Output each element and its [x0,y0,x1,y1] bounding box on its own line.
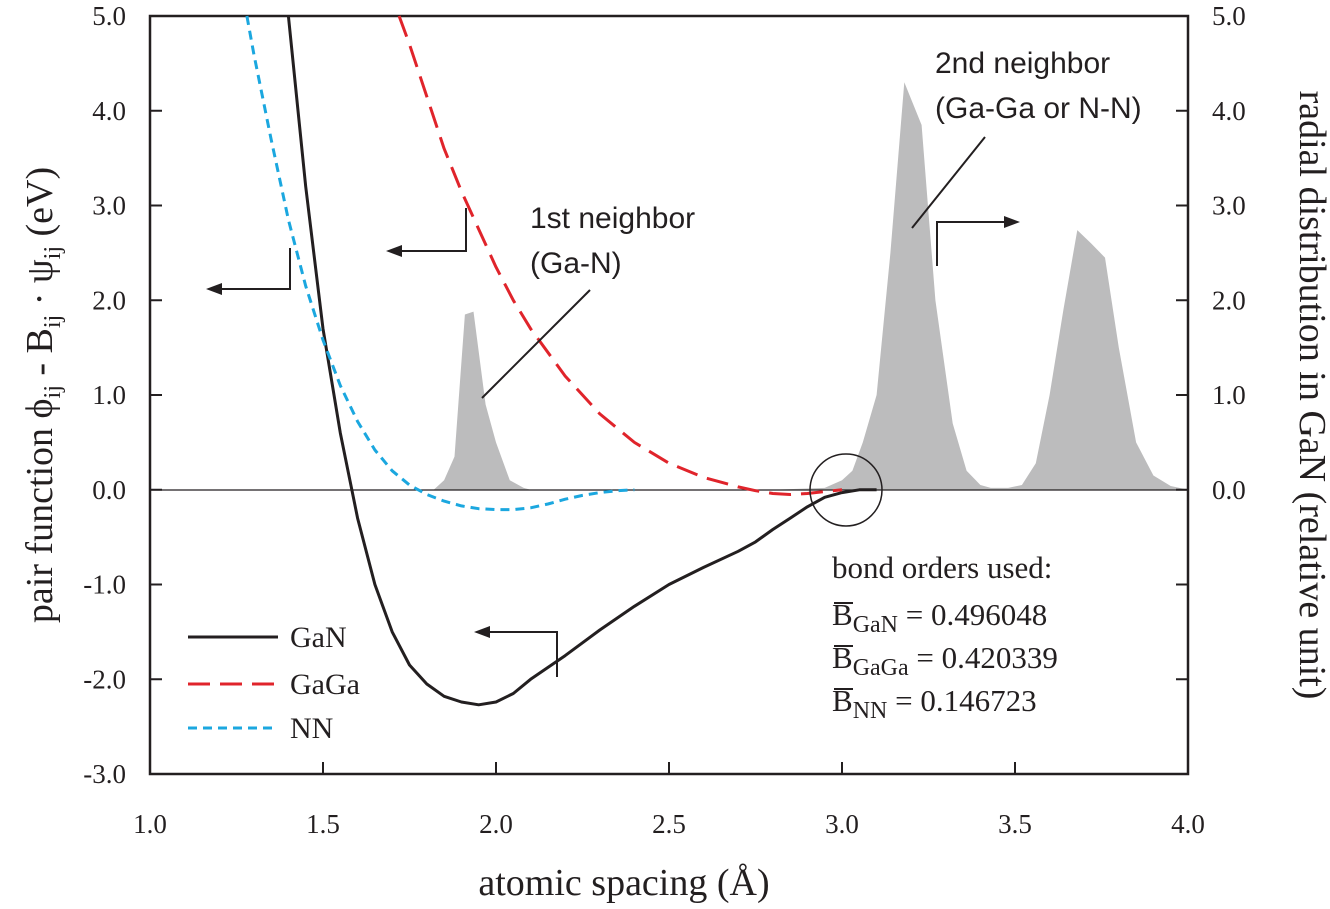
axis-ticks-group [149,15,1189,775]
bond-gaga-symbol: B [832,640,853,675]
x-axis-title: atomic spacing (Å) [478,862,769,904]
y-tick-label-left: 2.0 [92,285,126,315]
y-tick-label-left: 4.0 [92,96,126,126]
y-tick-label-left: 3.0 [92,191,126,221]
legend-label-gan: GaN [290,621,347,654]
arrow-rdf-right [936,221,1014,266]
y-axis-title-sub-a: ij [40,385,66,398]
bond-row-nn: BNN = 0.146723 [832,683,1037,724]
y-tick-label-right: 1.0 [1212,380,1246,410]
second-neighbor-sublabel: (Ga-Ga or N-N) [935,92,1142,125]
y-axis-title-sub-c: ij [40,246,66,259]
tick-labels-group: 1.0 1.5 2.0 2.5 3.0 3.5 4.0 5.0 4.0 3.0 2.0 1.0 0.0 -… [83,1,1246,839]
y-axis-title-part-d: (eV) [19,167,61,246]
bond-gaga-sub: GaGa [853,655,909,681]
bond-nn-value: = 0.146723 [887,683,1036,718]
x-tick-label: 1.5 [306,809,340,839]
bond-row-gaga: BGaGa = 0.420339 [832,640,1058,681]
legend-label-gaga: GaGa [290,668,360,701]
x-tick-label: 3.0 [825,809,859,839]
arrow-nn-left [212,248,291,290]
bond-gan-symbol: B [832,597,853,632]
cutoff-circle [809,453,883,527]
bond-orders-header: bond orders used: [832,550,1052,585]
y-tick-label-left: 0.0 [92,475,126,505]
y-axis-title-sub-b: ij [40,315,66,328]
arrow-gan-left [480,631,558,677]
y-tick-label-left: -2.0 [83,664,126,694]
radial-distribution-area [433,82,1188,490]
first-neighbor-label: 1st neighbor [530,202,695,235]
y-axis-title-part-b: - B [19,328,61,385]
x-tick-label: 2.0 [479,809,513,839]
y-tick-label-left: -1.0 [83,570,126,600]
second-neighbor-pointer [911,136,986,229]
bond-gan-value: = 0.496048 [898,597,1047,632]
y-tick-label-left: 1.0 [92,380,126,410]
y-tick-label-right: 2.0 [1212,285,1246,315]
x-tick-label: 3.5 [998,809,1032,839]
x-tick-label: 4.0 [1171,809,1205,839]
y-axis-title-left: pair function ϕij - Bij · ψij (eV) [19,167,66,623]
arrow-rdf-right-head [1004,216,1020,228]
y-tick-label-right: 0.0 [1212,475,1246,505]
x-tick-label: 2.5 [652,809,686,839]
bond-nn-sub: NN [853,698,888,724]
arrow-nn-left-head [206,283,222,295]
y-axis-title-right: radial distribution in GaN (relative uni… [1291,91,1330,700]
arrow-gan-left-head [474,626,490,638]
y-axis-title-part-a: pair function ϕ [19,398,61,623]
first-neighbor-pointer [481,289,591,399]
y-tick-label-right: 3.0 [1212,191,1246,221]
bond-row-gan: BGaN = 0.496048 [832,597,1047,638]
arrow-gaga-left [392,208,467,252]
bond-gaga-value: = 0.420339 [909,640,1058,675]
bond-nn-symbol: B [832,683,853,718]
series-line-nn [245,15,635,512]
series-line-gan [286,15,877,707]
y-tick-label-right: 4.0 [1212,96,1246,126]
series-group [245,15,877,707]
bond-orders-annotation: bond orders used: BGaN = 0.496048 BGaGa … [832,550,1058,724]
y-axis-title-part-c: · ψ [19,259,61,315]
arrow-gaga-left-head [386,245,402,257]
first-neighbor-sublabel: (Ga-N) [530,247,622,280]
second-neighbor-label: 2nd neighbor [935,47,1110,80]
bond-gan-sub: GaN [853,612,898,638]
legend-label-nn: NN [290,712,333,745]
y-tick-label-left: 5.0 [92,1,126,31]
series-line-gaga [397,15,843,496]
y-tick-label-left: -3.0 [83,759,126,789]
y-tick-label-right: 5.0 [1212,1,1246,31]
axis-arrows [206,208,1020,677]
radial-distribution-area-group [433,82,1188,490]
legend: GaN GaGa NN [188,621,360,745]
x-tick-label: 1.0 [133,809,167,839]
